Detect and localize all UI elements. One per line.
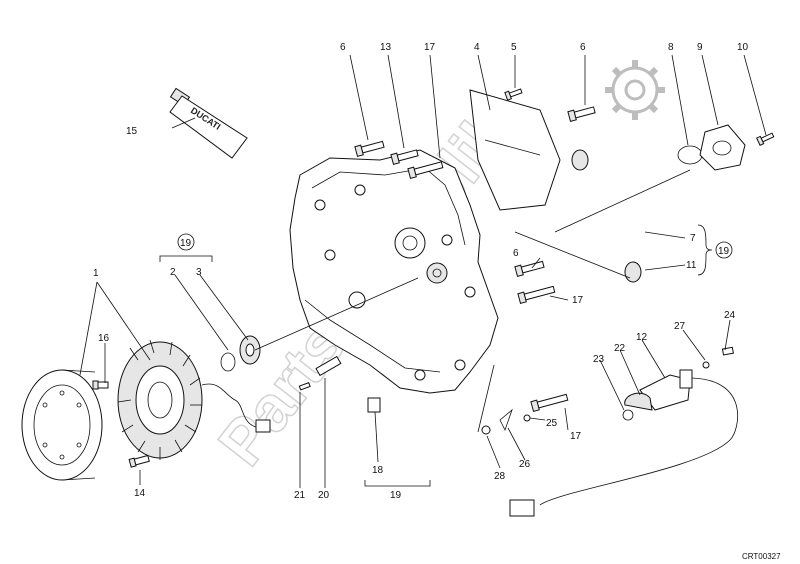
circled-callout-19: 19 [177,233,195,251]
sensor-connector [509,499,535,517]
callout-3: 3 [196,267,202,278]
callout-17: 17 [570,431,582,442]
gear-icon [605,60,665,120]
generator-cover [289,149,499,394]
callout-8: 8 [668,42,674,53]
callout-24: 24 [724,310,736,321]
callout-20: 20 [318,490,330,501]
callout-labels: 1 2 3 4 5 6 6 6 7 8 9 10 11 12 13 14 15 … [93,42,749,501]
group-brackets [159,224,713,487]
callout-5: 5 [511,42,517,53]
callout-12: 12 [636,332,648,343]
callout-22: 22 [614,343,626,354]
circled-callout-19: 19 [715,241,733,259]
callout-23: 23 [593,354,605,365]
callout-11: 11 [686,260,697,271]
callout-4: 4 [474,42,480,53]
callout-26: 26 [519,459,531,470]
callout-19: 19 [390,490,402,501]
grease-tube: DUCATI [169,87,248,159]
projection-lines [79,54,767,488]
fasteners [92,88,775,468]
svg-text:19: 19 [180,238,192,249]
callout-13: 13 [380,42,392,53]
diagram-code: CRT00327 [742,552,781,561]
stator [117,339,271,460]
callout-1: 1 [93,268,99,279]
callout-9: 9 [697,42,703,53]
callout-27: 27 [674,321,686,332]
bearing [220,335,261,372]
callout-17: 17 [424,42,436,53]
callout-16: 16 [98,333,110,344]
callout-6: 6 [513,248,519,259]
callout-25: 25 [546,418,558,429]
callout-18: 18 [372,465,384,476]
callout-17: 17 [572,295,584,306]
callout-7: 7 [690,233,696,244]
callout-14: 14 [134,488,146,499]
callout-6: 6 [580,42,586,53]
inspection-cover [699,124,746,171]
callout-2: 2 [170,267,176,278]
pickup-sensor [509,369,738,517]
bushing [624,261,642,283]
callout-6: 6 [340,42,346,53]
o-ring [677,145,703,165]
callout-10: 10 [737,42,749,53]
svg-text:19: 19 [718,246,730,257]
callout-28: 28 [494,471,506,482]
cover-gasket [469,89,561,211]
dowel [367,397,381,413]
rotor [21,369,103,481]
callout-21: 21 [294,490,306,501]
bushing [571,149,589,171]
callout-15: 15 [126,126,138,137]
